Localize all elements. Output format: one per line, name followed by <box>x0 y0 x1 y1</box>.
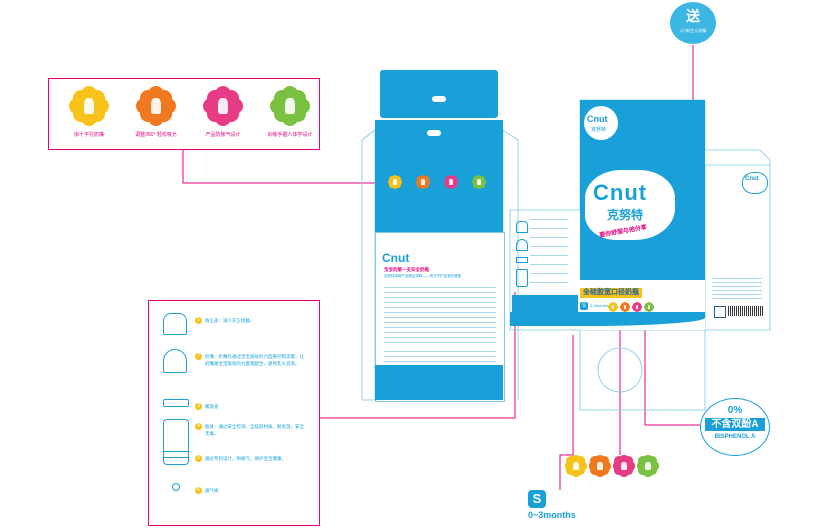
connector-age <box>559 335 574 490</box>
age-badge-text: 0~3months <box>528 510 576 520</box>
gift-badge-big: 送 <box>686 8 700 24</box>
bottle-rotate-icon <box>588 454 612 478</box>
hang-hole <box>432 96 446 102</box>
part-description: 螺旋盖 <box>205 404 219 409</box>
qs-mark-icon <box>714 306 726 318</box>
nipple-icon <box>69 86 109 126</box>
connector-top <box>182 148 392 184</box>
bottle-body-icon <box>163 419 189 465</box>
box-back-panel: Cnut 宝宝的第一支安全奶瓶 克努特母婴产品精益求精——努力守护宝宝的健康 <box>375 70 505 402</box>
gift-pin <box>687 229 699 241</box>
handle-bottle-icon <box>643 301 655 313</box>
bottle-rotate-icon <box>136 86 176 126</box>
part-description: 通气阀 <box>205 488 219 493</box>
back-logo: Cnut <box>382 251 410 265</box>
front-logo-cloud: Cnut 克努特 要你舒服与他分享 <box>585 170 675 240</box>
front-product-name: 全硅胶宽口径奶瓶 <box>580 288 642 298</box>
bottle-body-icon <box>516 269 528 287</box>
product-bottle-icon <box>612 454 636 478</box>
feature-item: 调整360° 轻松吸允 <box>126 85 186 145</box>
bpa-en: BISPHENOL A <box>714 434 756 440</box>
front-s-badge: S <box>580 302 588 310</box>
nipple-icon <box>387 174 403 190</box>
bottom-feature-icons <box>564 454 665 479</box>
bpa-badge: 0% 不含双酚A BISPHENOL A <box>700 398 770 456</box>
handle-bottle-icon <box>270 86 310 126</box>
feature-item: 拟十字孔奶嘴 <box>59 85 119 145</box>
gift-badge: 送 1只新生儿奶嘴 <box>670 2 716 44</box>
back-subline: 克努特母婴产品精益求精——努力守护宝宝的健康 <box>384 274 461 278</box>
part-description: 防尘盖：减少灰尘接触。 <box>205 318 255 323</box>
top-logo-cloud: Cnut 克努特 <box>584 106 618 140</box>
top-strip-label: 全硅胶宽口径奶瓶 <box>665 156 701 161</box>
nipple-icon <box>564 454 588 478</box>
barcode-icon <box>728 306 764 316</box>
hang-tab-flap <box>380 70 498 118</box>
part-number: 4 <box>195 423 202 430</box>
cap-icon <box>516 221 528 233</box>
back-bottom-blue <box>375 365 503 400</box>
base-icon <box>163 451 189 458</box>
front-logo-cn: 克努特 <box>607 208 644 222</box>
feature-caption: 训练手握人体学设计 <box>267 132 313 138</box>
teat-icon <box>516 239 528 251</box>
front-wave <box>510 312 705 326</box>
feature-caption: 拟十字孔奶嘴 <box>73 132 104 138</box>
part-number: 3 <box>195 403 202 410</box>
handle-bottle-icon <box>471 174 487 190</box>
back-feature-icons <box>387 174 498 195</box>
nipple-icon <box>607 301 619 313</box>
product-bottle-icon <box>631 301 643 313</box>
ring-icon <box>516 257 528 263</box>
part-number: 5 <box>195 455 202 462</box>
age-badge: S 0~3months <box>528 490 608 526</box>
feature-caption: 调整360° 轻松吸允 <box>135 132 177 138</box>
age-badge-letter: S <box>528 490 546 508</box>
feature-item: 产品防胀气设计 <box>193 85 253 145</box>
product-bottle-icon <box>443 174 459 190</box>
front-logo-latin: Cnut <box>593 180 648 205</box>
front-feature-icons <box>607 301 658 314</box>
feature-caption: 产品防胀气设计 <box>205 132 241 138</box>
gift-badge-small: 1只新生儿奶嘴 <box>679 28 707 33</box>
product-bottle-icon <box>203 86 243 126</box>
connector-left <box>318 292 516 419</box>
front-slogan: 要你舒服与他分享 <box>599 224 648 240</box>
part-number: 6 <box>195 487 202 494</box>
part-description: 奶嘴：奶嘴孔通过宝宝吸吮的力度来控制流量，让奶嘴跟宝宝吸吮的力度相配合，避免乳头… <box>205 354 304 366</box>
feature-row: 拟十字孔奶嘴 调整360° 轻松吸允 产品防胀气设计 训练手握人体学设计 <box>49 79 319 149</box>
part-description: 通过专利设计，防胀气，保护宝宝健康。 <box>205 456 286 461</box>
box-front-panel: Cnut 克努特 全硅胶宽口径奶瓶 Cnut 克努特 要你舒服与他分享 全硅胶宽… <box>510 100 705 330</box>
bottle-rotate-icon <box>619 301 631 313</box>
handle-bottle-icon <box>636 454 660 478</box>
valve-icon <box>172 483 180 491</box>
teat-icon <box>163 349 187 373</box>
feature-callout: 拟十字孔奶嘴 调整360° 轻松吸允 产品防胀气设计 训练手握人体学设计 <box>48 78 320 150</box>
connector-bpa <box>644 330 700 426</box>
bottle-rotate-icon <box>415 174 431 190</box>
back-headline: 宝宝的第一支安全奶瓶 <box>384 267 429 272</box>
bpa-cn: 不含双酚A <box>705 418 765 431</box>
bpa-percent: 0% <box>727 405 743 416</box>
cap-icon <box>163 313 187 335</box>
side-logo: Cnut <box>742 172 768 194</box>
ring-icon <box>163 399 189 407</box>
back-text-block <box>384 287 496 347</box>
box-side-panel: Cnut <box>706 166 769 329</box>
part-number: 2 <box>195 353 202 360</box>
front-main-blue: Cnut 克努特 要你舒服与他分享 <box>580 162 705 280</box>
part-description: 瓶身：通过安全检测，全硅胶材质，耐高温，安全无毒。 <box>205 424 304 436</box>
part-number: 1 <box>195 317 202 324</box>
feature-item: 训练手握人体学设计 <box>260 85 320 145</box>
side-strip <box>512 215 578 325</box>
